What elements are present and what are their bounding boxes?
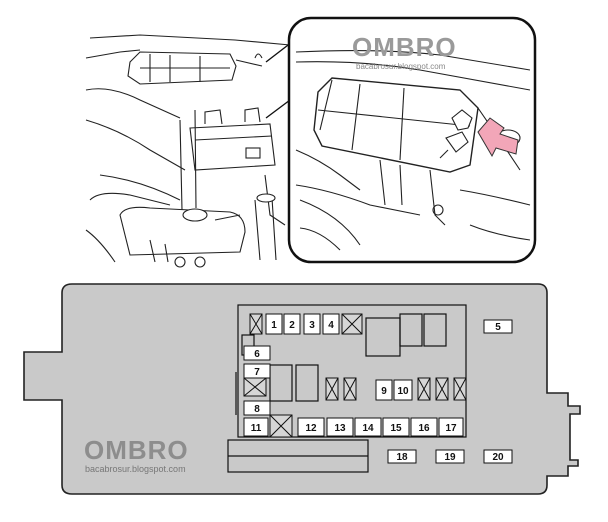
fuse-16-label: 16 xyxy=(418,423,430,434)
watermark-top-title: OMBRO xyxy=(352,32,457,62)
fuse-5: 5 xyxy=(483,319,513,334)
fuse-9-label: 9 xyxy=(381,386,387,397)
fuse-9: 9 xyxy=(375,379,393,401)
fuse-20: 20 xyxy=(483,449,513,464)
spare-slot xyxy=(325,377,339,401)
fuse-18-label: 18 xyxy=(396,452,408,463)
fuse-11: 11 xyxy=(243,417,269,437)
fuse-8-label: 8 xyxy=(254,404,260,415)
fuse-5-label: 5 xyxy=(495,322,501,333)
fuse-12-label: 12 xyxy=(305,423,317,434)
fuse-19-label: 19 xyxy=(444,452,456,463)
spare-slot xyxy=(249,313,263,335)
fuse-2-label: 2 xyxy=(289,320,295,331)
fuses: 1 2 3 4 5 6 7 8 9 10 11 12 13 14 15 16 1… xyxy=(243,313,513,464)
fuse-10: 10 xyxy=(393,379,413,401)
fuse-7: 7 xyxy=(243,363,271,379)
fuse-box-cover-small xyxy=(127,51,237,85)
spare-slots xyxy=(243,313,467,438)
fuse-18: 18 xyxy=(387,449,417,464)
fuse-box-layout: 1 2 3 4 5 6 7 8 9 10 11 12 13 14 15 16 1… xyxy=(23,283,581,495)
fuse-3-label: 3 xyxy=(309,320,315,331)
fuse-20-label: 20 xyxy=(492,452,504,463)
watermark-bottom-url: bacabrosur.blogspot.com xyxy=(85,464,186,474)
fuse-19: 19 xyxy=(435,449,465,464)
fuse-3: 3 xyxy=(303,313,321,335)
spare-slot xyxy=(269,414,293,438)
fuse-6-label: 6 xyxy=(254,349,260,360)
fuse-14: 14 xyxy=(354,417,382,437)
fuse-4: 4 xyxy=(322,313,340,335)
fuse-16: 16 xyxy=(410,417,438,437)
fuse-17: 17 xyxy=(438,417,464,437)
release-tab-arrow xyxy=(477,117,519,158)
fuse-8: 8 xyxy=(243,400,271,416)
fuse-box-closeup xyxy=(313,77,479,173)
fuse-12: 12 xyxy=(297,417,325,437)
battery xyxy=(189,107,276,171)
callout-detail-illustration xyxy=(295,50,531,251)
fuse-17-label: 17 xyxy=(445,423,457,434)
coolant-reservoir xyxy=(119,206,246,256)
fuse-block-frame xyxy=(227,304,467,473)
fuse-box-outline xyxy=(23,283,581,495)
spare-slot xyxy=(243,377,267,397)
watermark-top: OMBRO bacabrosur.blogspot.com xyxy=(352,32,457,71)
fuse-1: 1 xyxy=(265,313,283,335)
fuse-13-label: 13 xyxy=(334,423,346,434)
spare-slot xyxy=(343,377,357,401)
fuse-2: 2 xyxy=(283,313,301,335)
fuse-1-label: 1 xyxy=(271,320,277,331)
fuse-6: 6 xyxy=(243,345,271,361)
spare-slot xyxy=(453,377,467,401)
fuse-4-label: 4 xyxy=(328,320,334,331)
watermark-bottom-title: OMBRO xyxy=(84,435,189,465)
fuse-10-label: 10 xyxy=(397,386,409,397)
spare-slot xyxy=(341,313,363,335)
fuse-13: 13 xyxy=(326,417,354,437)
spare-slot xyxy=(417,377,431,401)
engine-bay-illustration xyxy=(85,34,291,268)
fuse-14-label: 14 xyxy=(362,423,374,434)
fuse-15-label: 15 xyxy=(390,423,402,434)
fuse-11-label: 11 xyxy=(251,423,262,434)
watermark-bottom: OMBRO bacabrosur.blogspot.com xyxy=(84,435,189,474)
fuse-15: 15 xyxy=(382,417,410,437)
watermark-top-url: bacabrosur.blogspot.com xyxy=(356,62,446,71)
fuse-7-label: 7 xyxy=(254,367,260,378)
spare-slot xyxy=(435,377,449,401)
